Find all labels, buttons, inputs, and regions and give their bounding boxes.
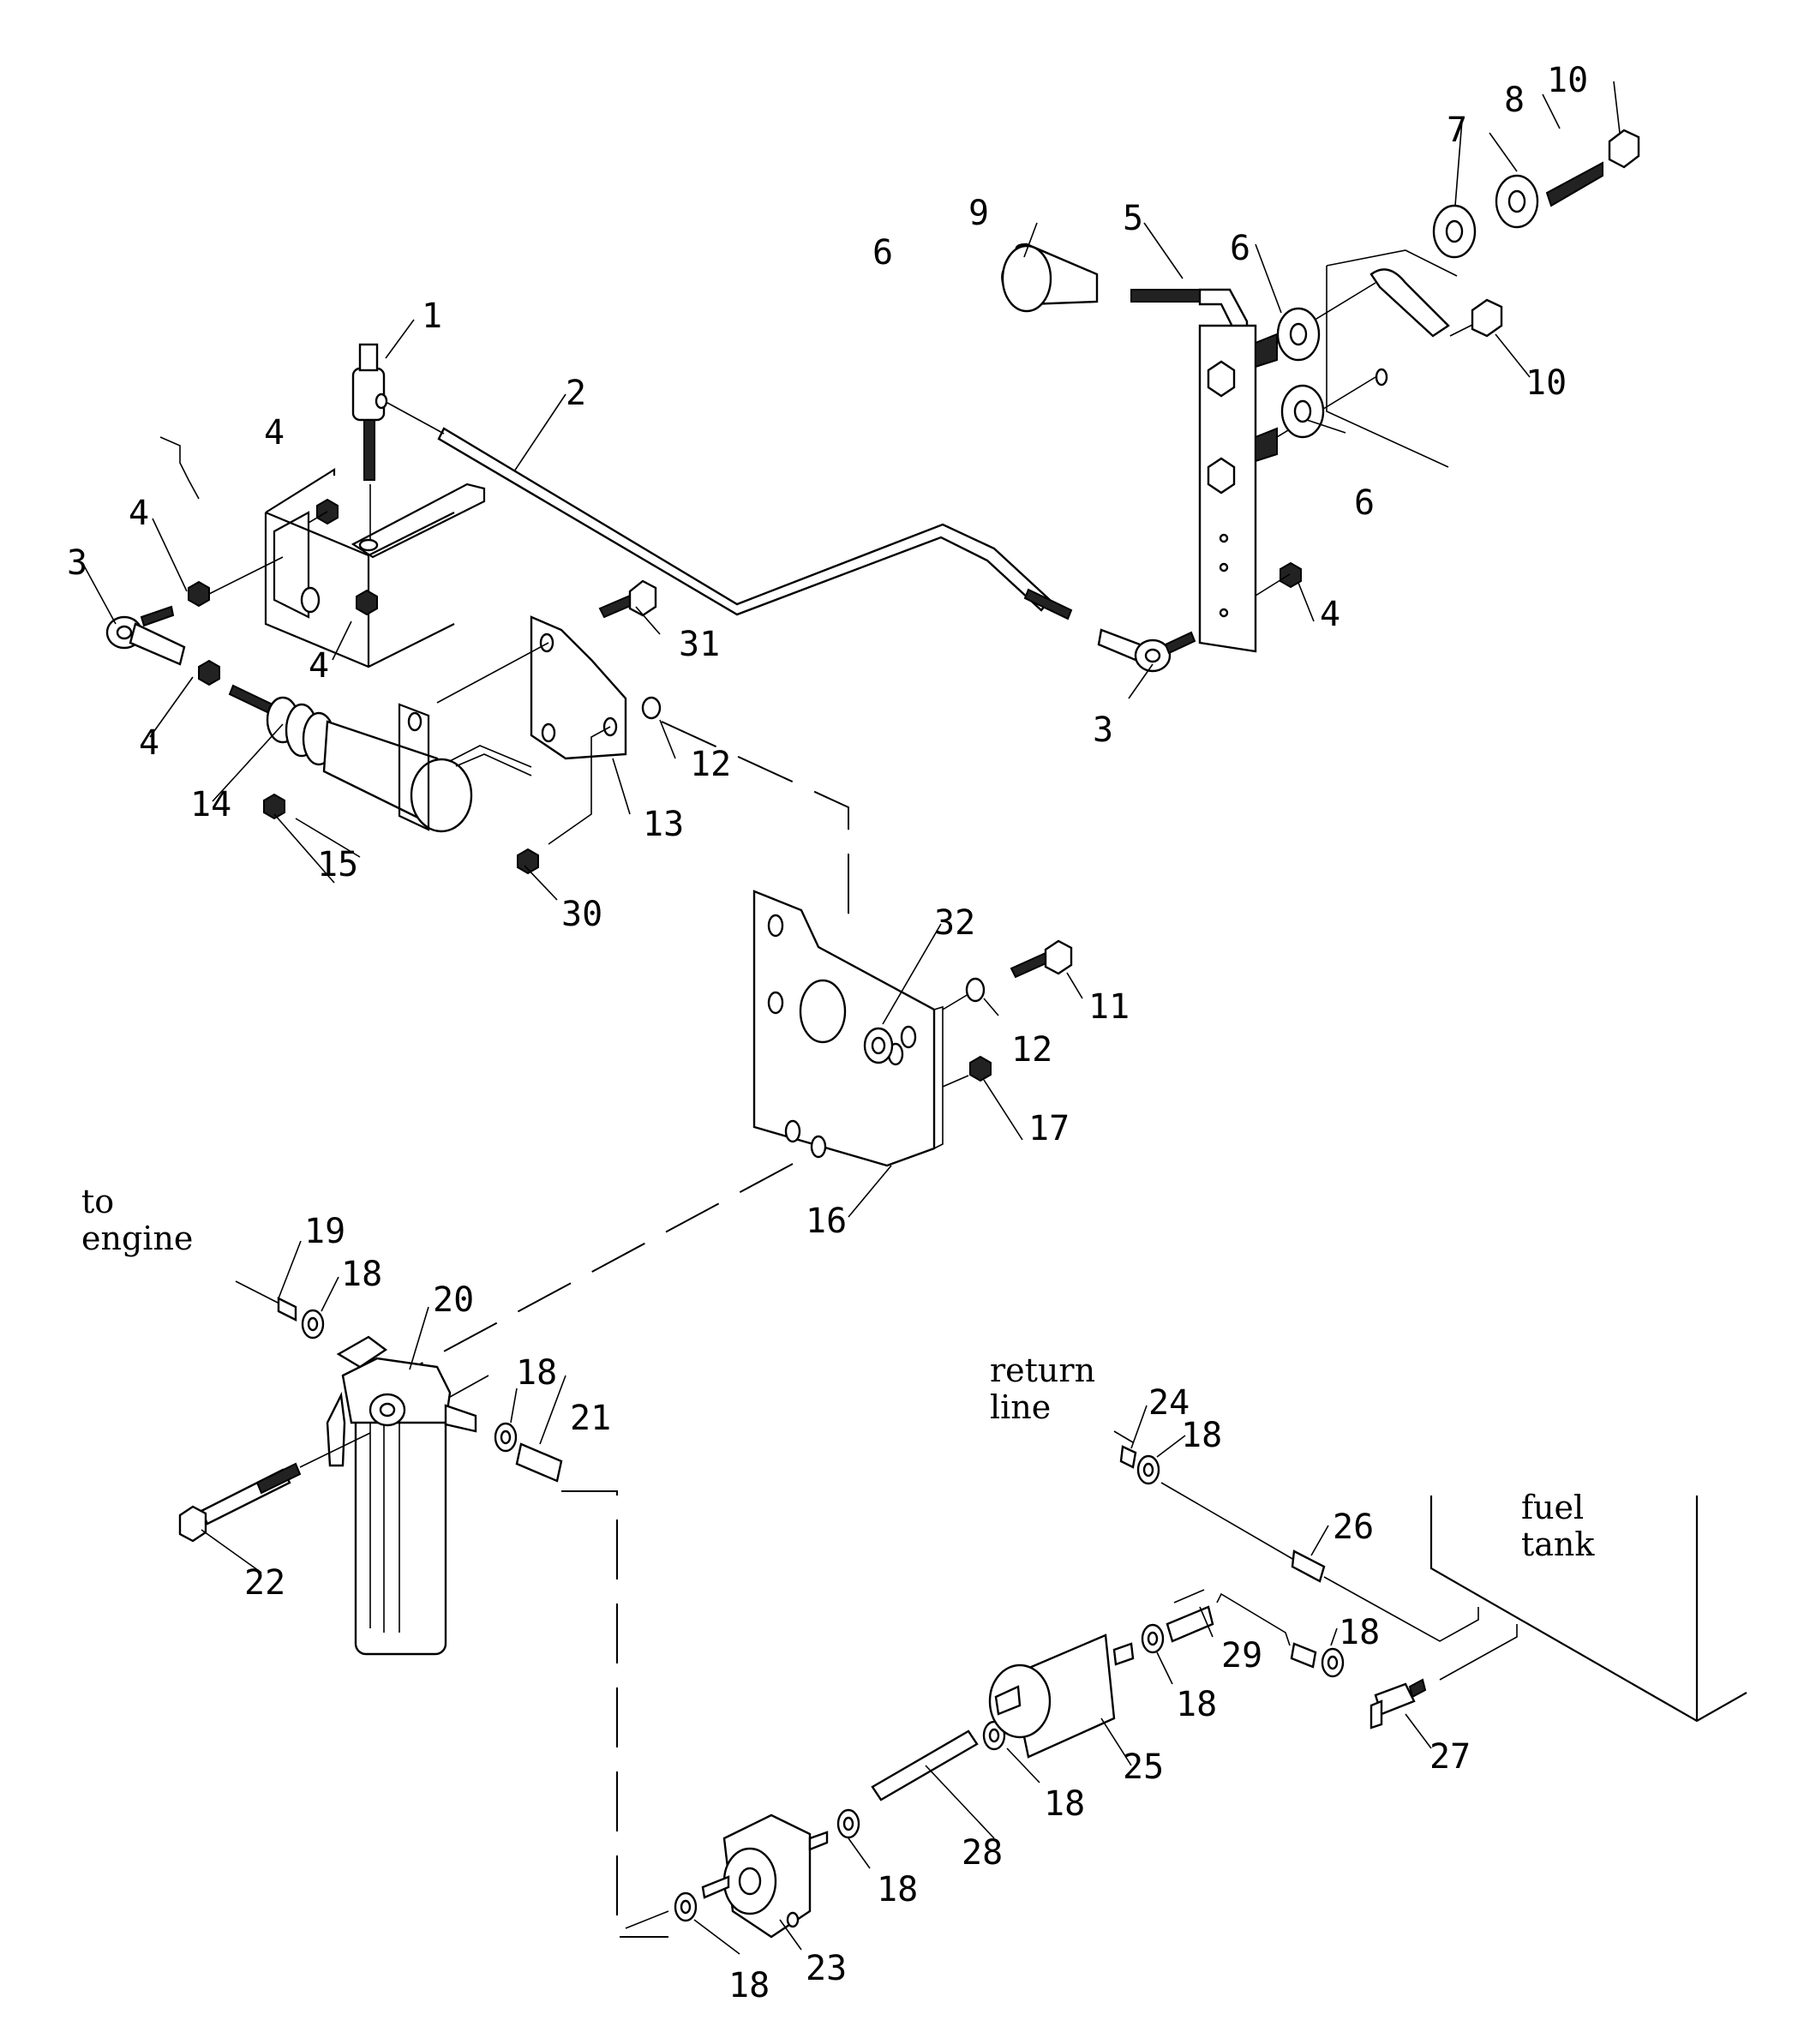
quadrant-plate bbox=[1255, 249, 1475, 596]
callout-25: 25 bbox=[1123, 1747, 1164, 1787]
callout-23: 23 bbox=[806, 1949, 847, 1988]
callout-12-a: 12 bbox=[690, 745, 731, 784]
long-bolt-22 bbox=[178, 1432, 371, 1543]
callout-18-b: 18 bbox=[516, 1353, 557, 1393]
callout-9: 9 bbox=[968, 194, 989, 233]
callout-18-g: 18 bbox=[1339, 1613, 1380, 1652]
fuel-tank-label-1: fuel bbox=[1521, 1489, 1584, 1526]
mounting-box bbox=[264, 468, 486, 668]
return-line-label-2: line bbox=[990, 1388, 1051, 1426]
rod-end-left bbox=[105, 605, 186, 666]
callout-10-a: 10 bbox=[1547, 61, 1588, 100]
callout-6-c: 6 bbox=[1354, 483, 1375, 523]
callout-27: 27 bbox=[1429, 1737, 1471, 1777]
callout-26: 26 bbox=[1333, 1508, 1374, 1547]
swivel-connector bbox=[351, 343, 388, 540]
small-hardware-upper bbox=[263, 696, 662, 875]
callout-22: 22 bbox=[244, 1563, 285, 1603]
to-engine-label-1: to bbox=[81, 1183, 114, 1220]
return-line-fitting bbox=[1113, 1430, 1479, 1642]
throttle-knob bbox=[1001, 243, 1099, 313]
hex-nuts bbox=[188, 498, 1302, 686]
to-engine-label-2: engine bbox=[81, 1220, 193, 1257]
rod-end-right bbox=[1097, 628, 1196, 673]
callout-4-d: 4 bbox=[139, 723, 159, 763]
callout-4-a: 4 bbox=[264, 413, 285, 453]
callout-14: 14 bbox=[190, 785, 231, 824]
callout-1: 1 bbox=[422, 297, 442, 336]
callout-17: 17 bbox=[1028, 1109, 1070, 1148]
inline-filter bbox=[988, 1623, 1165, 1759]
callout-10-b: 10 bbox=[1525, 363, 1567, 403]
callout-13: 13 bbox=[643, 805, 684, 844]
fuel-tank-label-2: tank bbox=[1521, 1526, 1595, 1563]
washers-springs bbox=[1276, 129, 1640, 439]
callout-19: 19 bbox=[304, 1212, 345, 1251]
callout-18-d: 18 bbox=[877, 1870, 918, 1909]
callout-24: 24 bbox=[1148, 1383, 1190, 1423]
hose-29 bbox=[1166, 1589, 1345, 1678]
callout-29: 29 bbox=[1221, 1636, 1262, 1675]
callout-5: 5 bbox=[1123, 199, 1143, 238]
callout-15: 15 bbox=[317, 845, 358, 884]
hose-28 bbox=[836, 1720, 1006, 1839]
callout-18-f: 18 bbox=[1176, 1685, 1217, 1724]
callout-18-c: 18 bbox=[728, 1966, 770, 2005]
callout-21: 21 bbox=[570, 1399, 611, 1438]
leader-lines bbox=[83, 81, 1621, 1955]
callout-numbers: 1 2 3 3 4 4 4 4 4 5 6 6 6 7 8 9 10 10 11… bbox=[67, 61, 1588, 2005]
lift-pump bbox=[625, 1813, 829, 1939]
callout-6-a: 6 bbox=[872, 233, 893, 273]
fuel-tank bbox=[1429, 1496, 1747, 1723]
fuel-filter bbox=[326, 1335, 489, 1656]
callout-4-c: 4 bbox=[309, 646, 329, 686]
return-line-label-1: return bbox=[990, 1352, 1095, 1389]
callout-6-b: 6 bbox=[1230, 229, 1250, 268]
callout-28: 28 bbox=[962, 1833, 1003, 1873]
callout-2: 2 bbox=[566, 374, 586, 413]
flow-labels: to engine return line fuel tank bbox=[81, 1183, 1595, 1563]
assembly-dash-lines bbox=[393, 721, 849, 1938]
plate-hardware bbox=[965, 939, 1073, 1082]
callout-7: 7 bbox=[1447, 111, 1467, 150]
bolt-31 bbox=[598, 579, 657, 619]
callout-16: 16 bbox=[806, 1202, 847, 1241]
callout-20: 20 bbox=[433, 1280, 474, 1320]
callout-18-e: 18 bbox=[1044, 1784, 1085, 1824]
callout-3-left: 3 bbox=[67, 543, 87, 583]
callout-11: 11 bbox=[1088, 987, 1130, 1027]
bracket bbox=[436, 615, 627, 845]
hose-21 bbox=[494, 1422, 563, 1483]
callout-31: 31 bbox=[679, 625, 720, 664]
shutoff-valve-27 bbox=[1369, 1678, 1427, 1729]
solenoid bbox=[228, 684, 532, 833]
callout-8: 8 bbox=[1504, 81, 1525, 120]
callout-4-e: 4 bbox=[1320, 595, 1340, 634]
mounting-plate bbox=[752, 890, 969, 1167]
callout-4-b: 4 bbox=[129, 494, 149, 533]
control-rod bbox=[387, 402, 1073, 620]
callout-18-a: 18 bbox=[341, 1255, 382, 1294]
callout-18-h: 18 bbox=[1181, 1416, 1222, 1455]
callout-30: 30 bbox=[561, 895, 602, 934]
callout-32: 32 bbox=[934, 903, 975, 943]
callout-12-b: 12 bbox=[1011, 1030, 1052, 1070]
throttle-lever bbox=[1130, 288, 1278, 653]
callout-3-right: 3 bbox=[1093, 710, 1113, 750]
to-engine-hose bbox=[235, 1280, 325, 1340]
